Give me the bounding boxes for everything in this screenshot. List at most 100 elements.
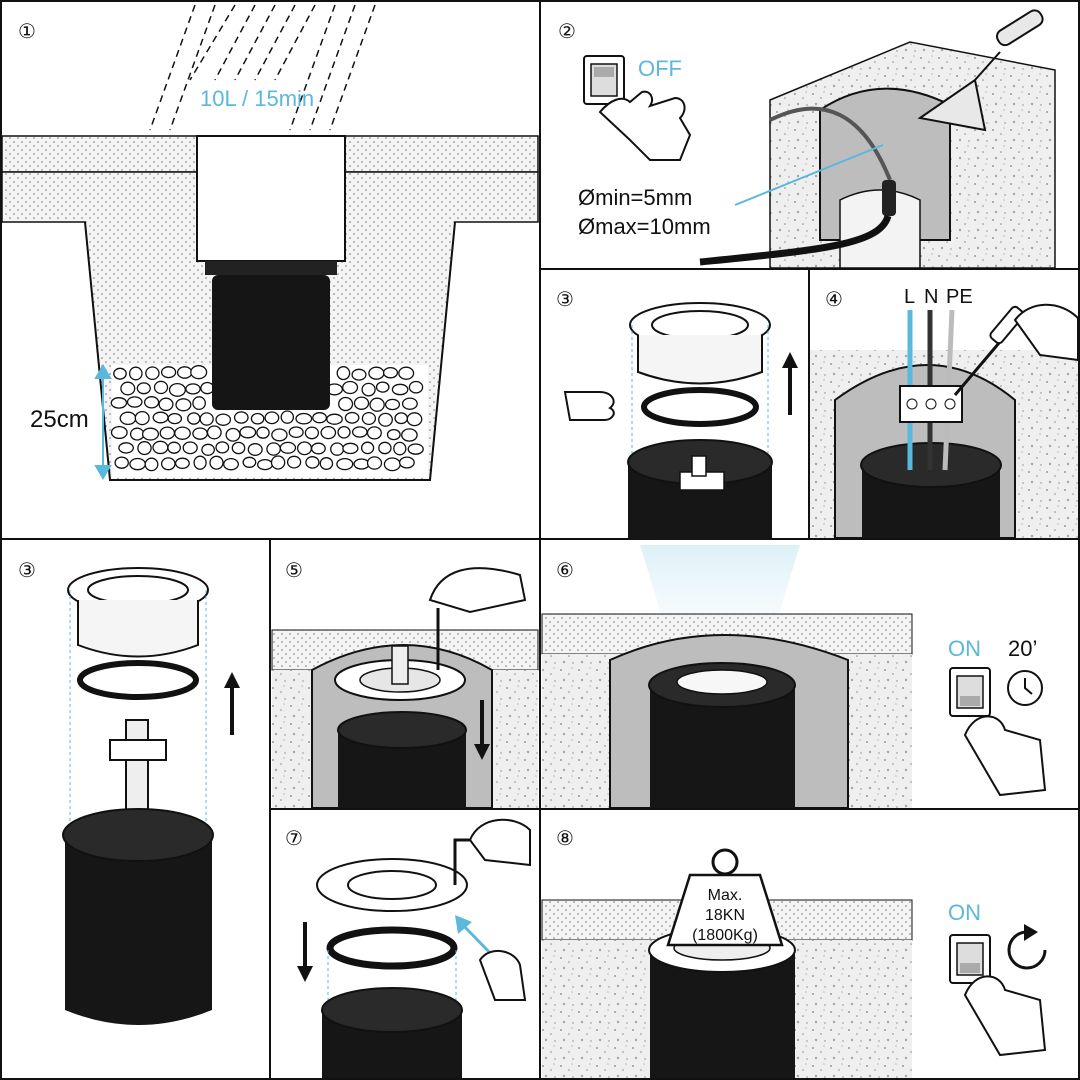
gravel-stone [128,366,143,381]
gravel-stone [134,410,150,426]
gravel-stone [288,426,304,439]
gravel-stone [384,398,401,411]
gravel-stone [353,396,370,410]
clock-icon [1007,670,1043,706]
gravel-stone [199,412,214,426]
gravel-stone [160,366,177,379]
gravel-stone [378,441,392,455]
gravel-stone [153,380,169,395]
hand-icon [478,950,527,1001]
gravel-stone [136,382,151,395]
gravel-stone [304,426,320,440]
gravel-stone [190,365,208,380]
hand-icon [963,715,1047,797]
gravel-stone [386,428,401,441]
gravel-stone [320,425,337,440]
gravel-stone [280,410,295,424]
rain-icon [149,4,376,131]
gravel-stone [192,396,206,411]
panel-2: ② OFF Ømin=5mm Ømax=10mm [558,9,1056,269]
hand-icon [1013,303,1079,362]
gravel-stone [337,425,351,439]
switch-icon [949,667,991,717]
cable-diameter-max: Ømax=10mm [578,214,711,239]
gravel-stone [168,382,186,397]
gravel-stone [215,413,232,426]
gravel-stone [279,441,297,454]
step-number-3a: ③ [556,289,574,311]
gravel-stone [201,443,215,456]
step-number-7: ⑦ [285,828,303,850]
hand-icon [428,567,527,614]
cable-diameter-min: Ømin=5mm [578,185,692,210]
step-number-8: ⑧ [556,828,574,850]
gravel-stone [256,426,270,439]
gravel-stone [110,397,128,409]
gravel-stone [159,426,176,440]
gravel-stone [174,426,191,440]
gravel-stone [408,380,424,394]
hand-icon [468,818,531,867]
switch-icon [949,934,991,984]
gravel-stone [215,441,230,454]
gravel-stone [120,381,136,396]
gravel-stone [264,411,280,425]
gravel-stone [231,441,246,455]
weight-max-label: Max. [708,887,743,904]
gravel-stone [266,442,281,456]
switch-on-label-6: ON [948,636,981,661]
gravel-stone [344,411,360,424]
gravel-stone [192,427,208,440]
gravel-stone [351,368,367,381]
gravel-stone [312,412,328,424]
weight-icon [666,848,784,947]
gravel-stone [185,383,201,395]
hand-icon [598,90,692,161]
panel-8: ⑧ Max. 18KN (1800Kg) ON [541,828,1047,1078]
switch-icon [583,55,625,105]
panel-5: ⑤ [271,560,539,809]
gravel-stone [326,413,343,425]
gravel-stone [351,426,368,438]
gravel-stone [310,442,326,455]
gravel-stone [175,398,192,412]
gravel-stone [366,426,382,440]
step-number-5: ⑤ [285,560,303,582]
panel-3b: ③ [18,560,240,1025]
gravel-stone [296,441,313,456]
gravel-stone [141,427,160,441]
gravel-stone [174,457,190,470]
gravel-stone [382,366,399,379]
gravel-stone [143,396,160,409]
gravel-stone [160,457,176,471]
gravel-stone [401,428,418,442]
wait-time-label: 20’ [1008,636,1037,661]
gravel-stone [129,427,145,441]
weight-kg-label: (1800Kg) [692,927,758,944]
gravel-stone [353,458,370,470]
gravel-stone [118,442,134,454]
gravel-stone [206,425,222,440]
gravel-stone [114,456,129,469]
gravel-stone [342,442,359,455]
gravel-stone [182,441,198,455]
weight-kn-label: 18KN [705,907,745,924]
gravel-stone [336,457,354,471]
pointing-hand-icon [563,391,615,421]
gravel-stone [368,366,385,380]
gravel-stone [270,455,286,470]
gravel-stone [369,397,385,412]
gravel-stone [336,366,351,381]
arrow-down-icon [297,922,313,982]
arrow-down-icon [474,700,490,760]
gravel-stone [391,383,409,396]
arrow-up-icon [782,352,798,415]
gravel-stone [398,456,415,469]
gravel-stone [271,428,288,442]
gravel-stone [129,457,146,471]
step-number-1: ① [18,21,36,43]
switch-off-label: OFF [638,56,682,81]
hand-icon [963,975,1047,1057]
gravel-stone [247,443,263,456]
gravel-stone [239,426,257,439]
